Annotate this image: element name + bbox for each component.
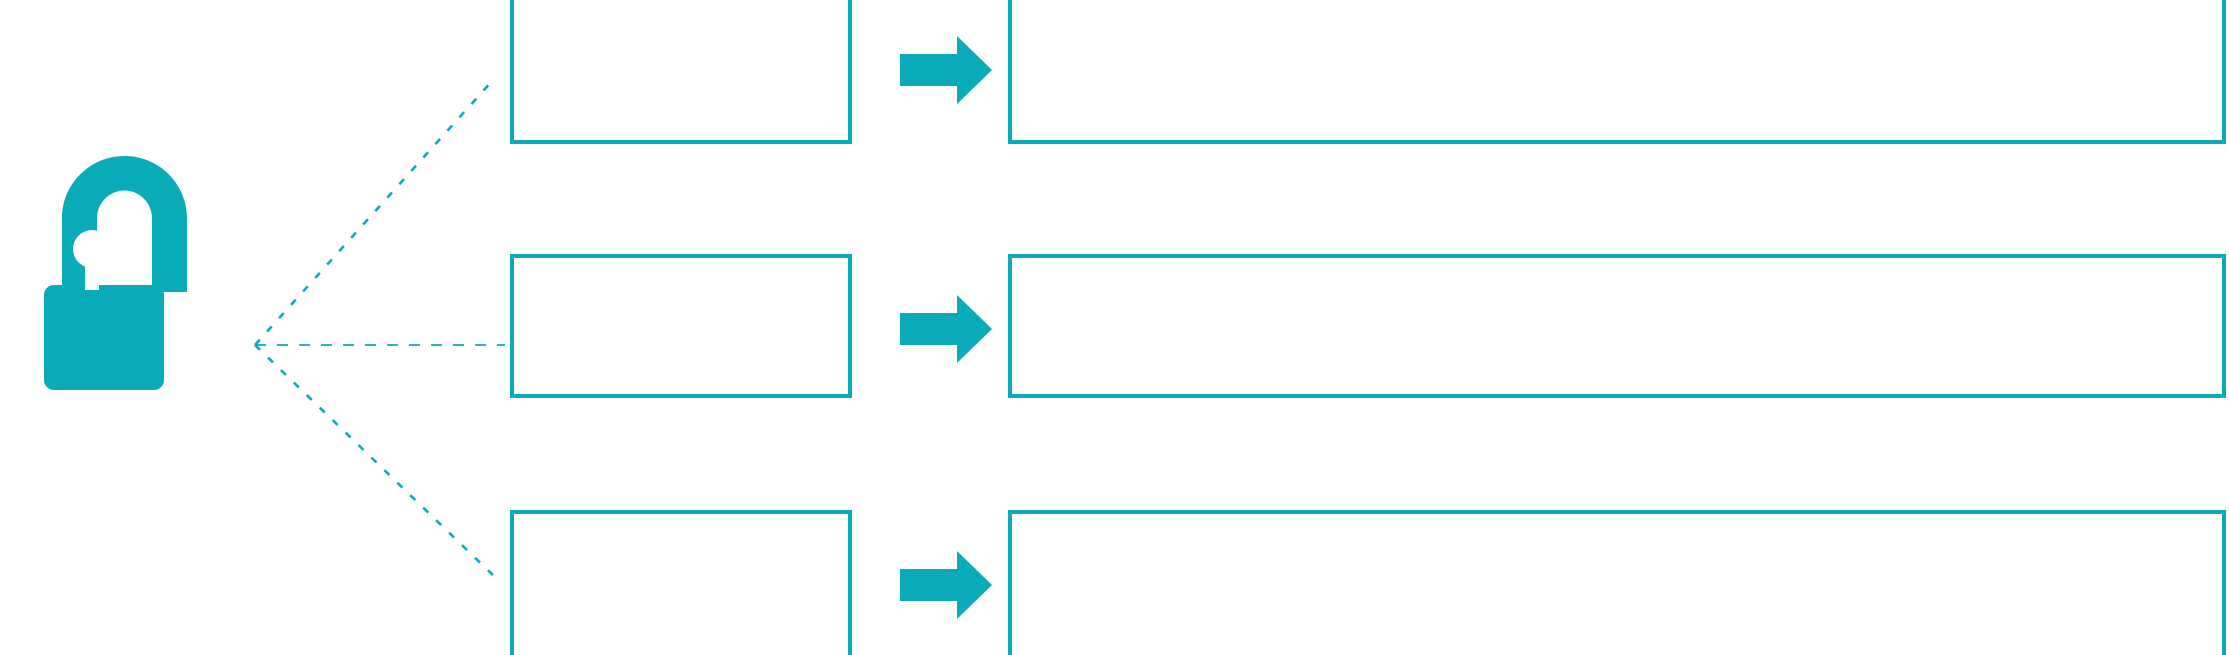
source-box-row-1[interactable] xyxy=(510,0,852,144)
target-box-row-1[interactable] xyxy=(1008,0,2226,144)
source-box-row-3[interactable] xyxy=(510,510,852,655)
right-arrow-icon xyxy=(900,295,992,363)
lock-icon xyxy=(44,156,187,390)
right-arrow-icon xyxy=(900,36,992,104)
lock-shackle-icon xyxy=(62,156,187,292)
arrow-row-1 xyxy=(900,36,992,104)
lock-keyhole-stem xyxy=(85,249,99,290)
lock-body xyxy=(44,285,164,390)
connector-line-row-1 xyxy=(254,79,494,346)
arrow-row-2 xyxy=(900,295,992,363)
connector-group xyxy=(254,79,505,581)
target-box-row-3[interactable] xyxy=(1008,510,2226,655)
arrow-row-3 xyxy=(900,551,992,619)
connector-line-row-3 xyxy=(254,344,499,581)
source-box-row-2[interactable] xyxy=(510,254,852,398)
target-box-row-2[interactable] xyxy=(1008,254,2226,398)
right-arrow-icon xyxy=(900,551,992,619)
